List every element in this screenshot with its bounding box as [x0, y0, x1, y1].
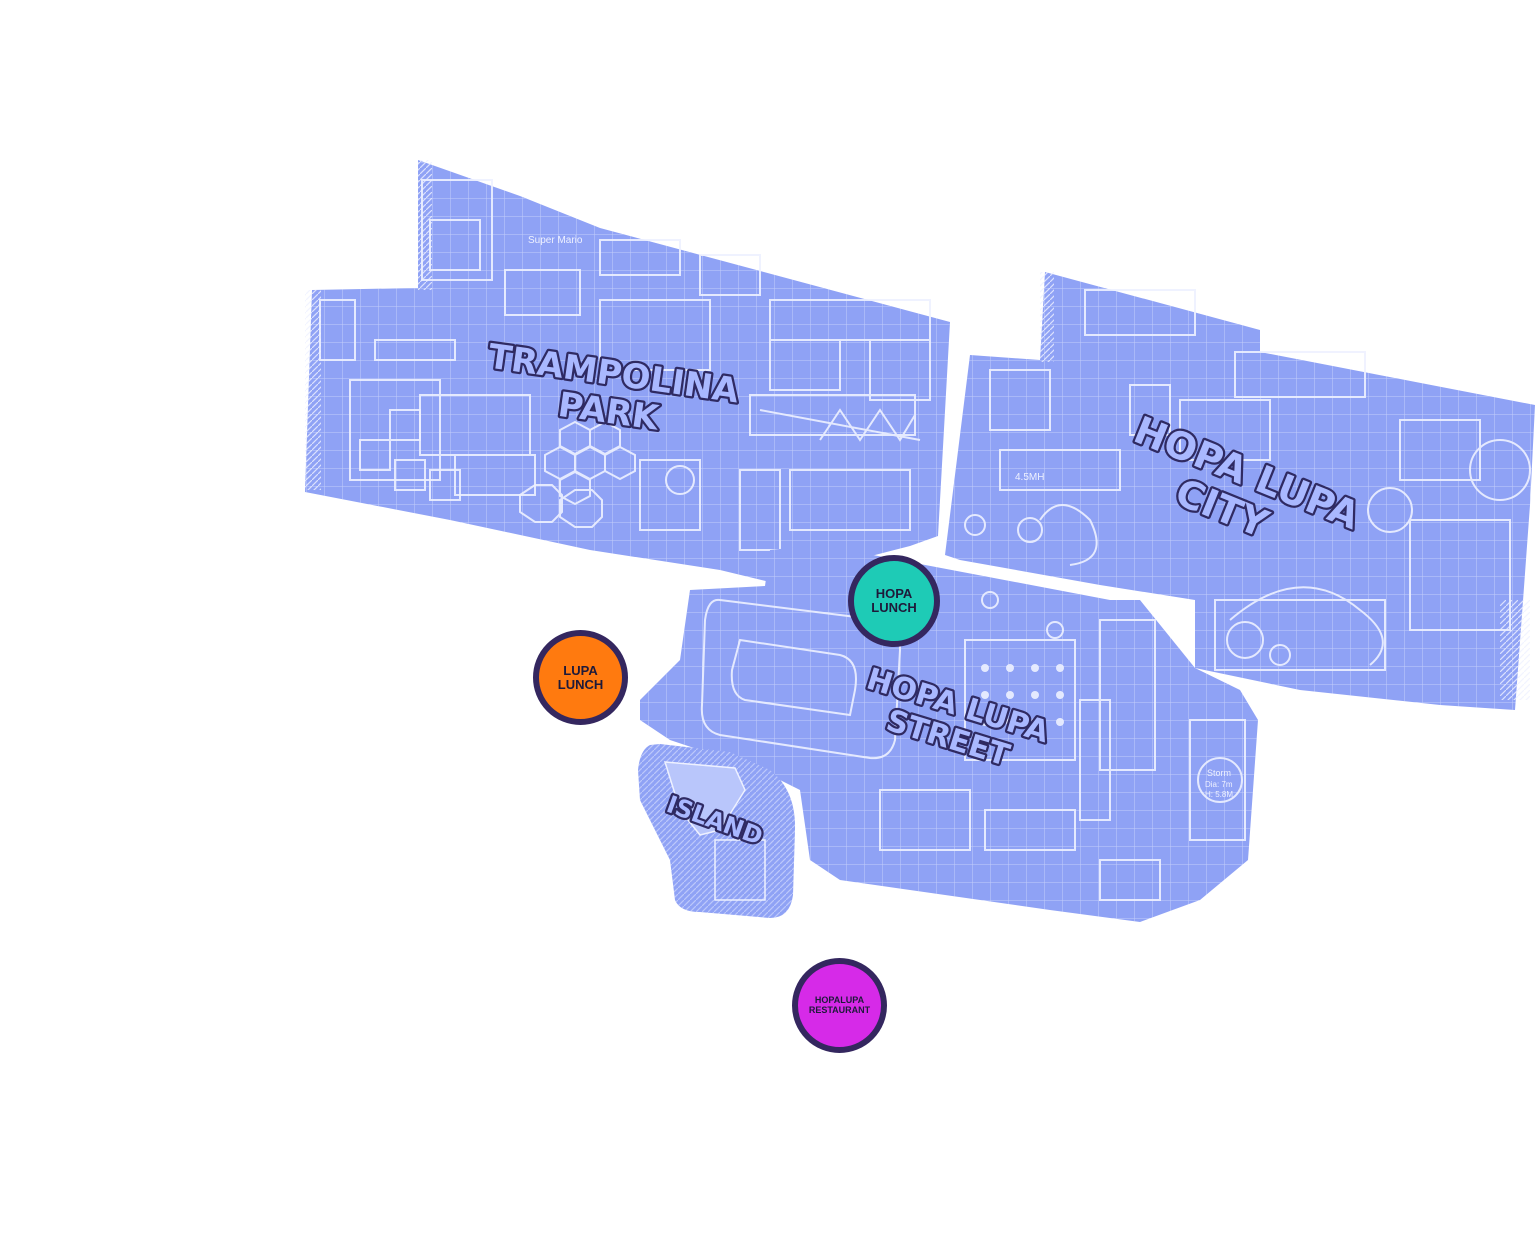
hopalupa-restaurant-label: HOPALUPA RESTAURANT: [808, 995, 871, 1015]
hopalupa-restaurant-marker[interactable]: HOPALUPA RESTAURANT: [792, 958, 887, 1053]
lupa-lunch-marker[interactable]: LUPA LUNCH: [533, 630, 628, 725]
lupa-lunch-label: LUPA LUNCH: [557, 662, 604, 692]
super-mario-annotation: Super Mario: [528, 235, 583, 246]
hopa-lunch-marker[interactable]: HOPA LUNCH: [848, 555, 940, 647]
storm-dia-annotation: Dia: 7m: [1205, 780, 1233, 789]
hopalupa-city-area[interactable]: 4.5MH: [945, 272, 1535, 710]
storm-annotation: Storm: [1207, 768, 1231, 778]
hopa-lunch-label: HOPA LUNCH: [871, 586, 917, 615]
island-area[interactable]: [638, 744, 796, 918]
hopalupa-street-area[interactable]: Storm Dia: 7m H: 5.8M: [640, 545, 1258, 922]
height-annotation-a: 4.5MH: [1015, 472, 1044, 483]
storm-height-annotation: H: 5.8M: [1205, 790, 1233, 799]
trampolina-park-area[interactable]: Super Mario: [305, 160, 950, 582]
